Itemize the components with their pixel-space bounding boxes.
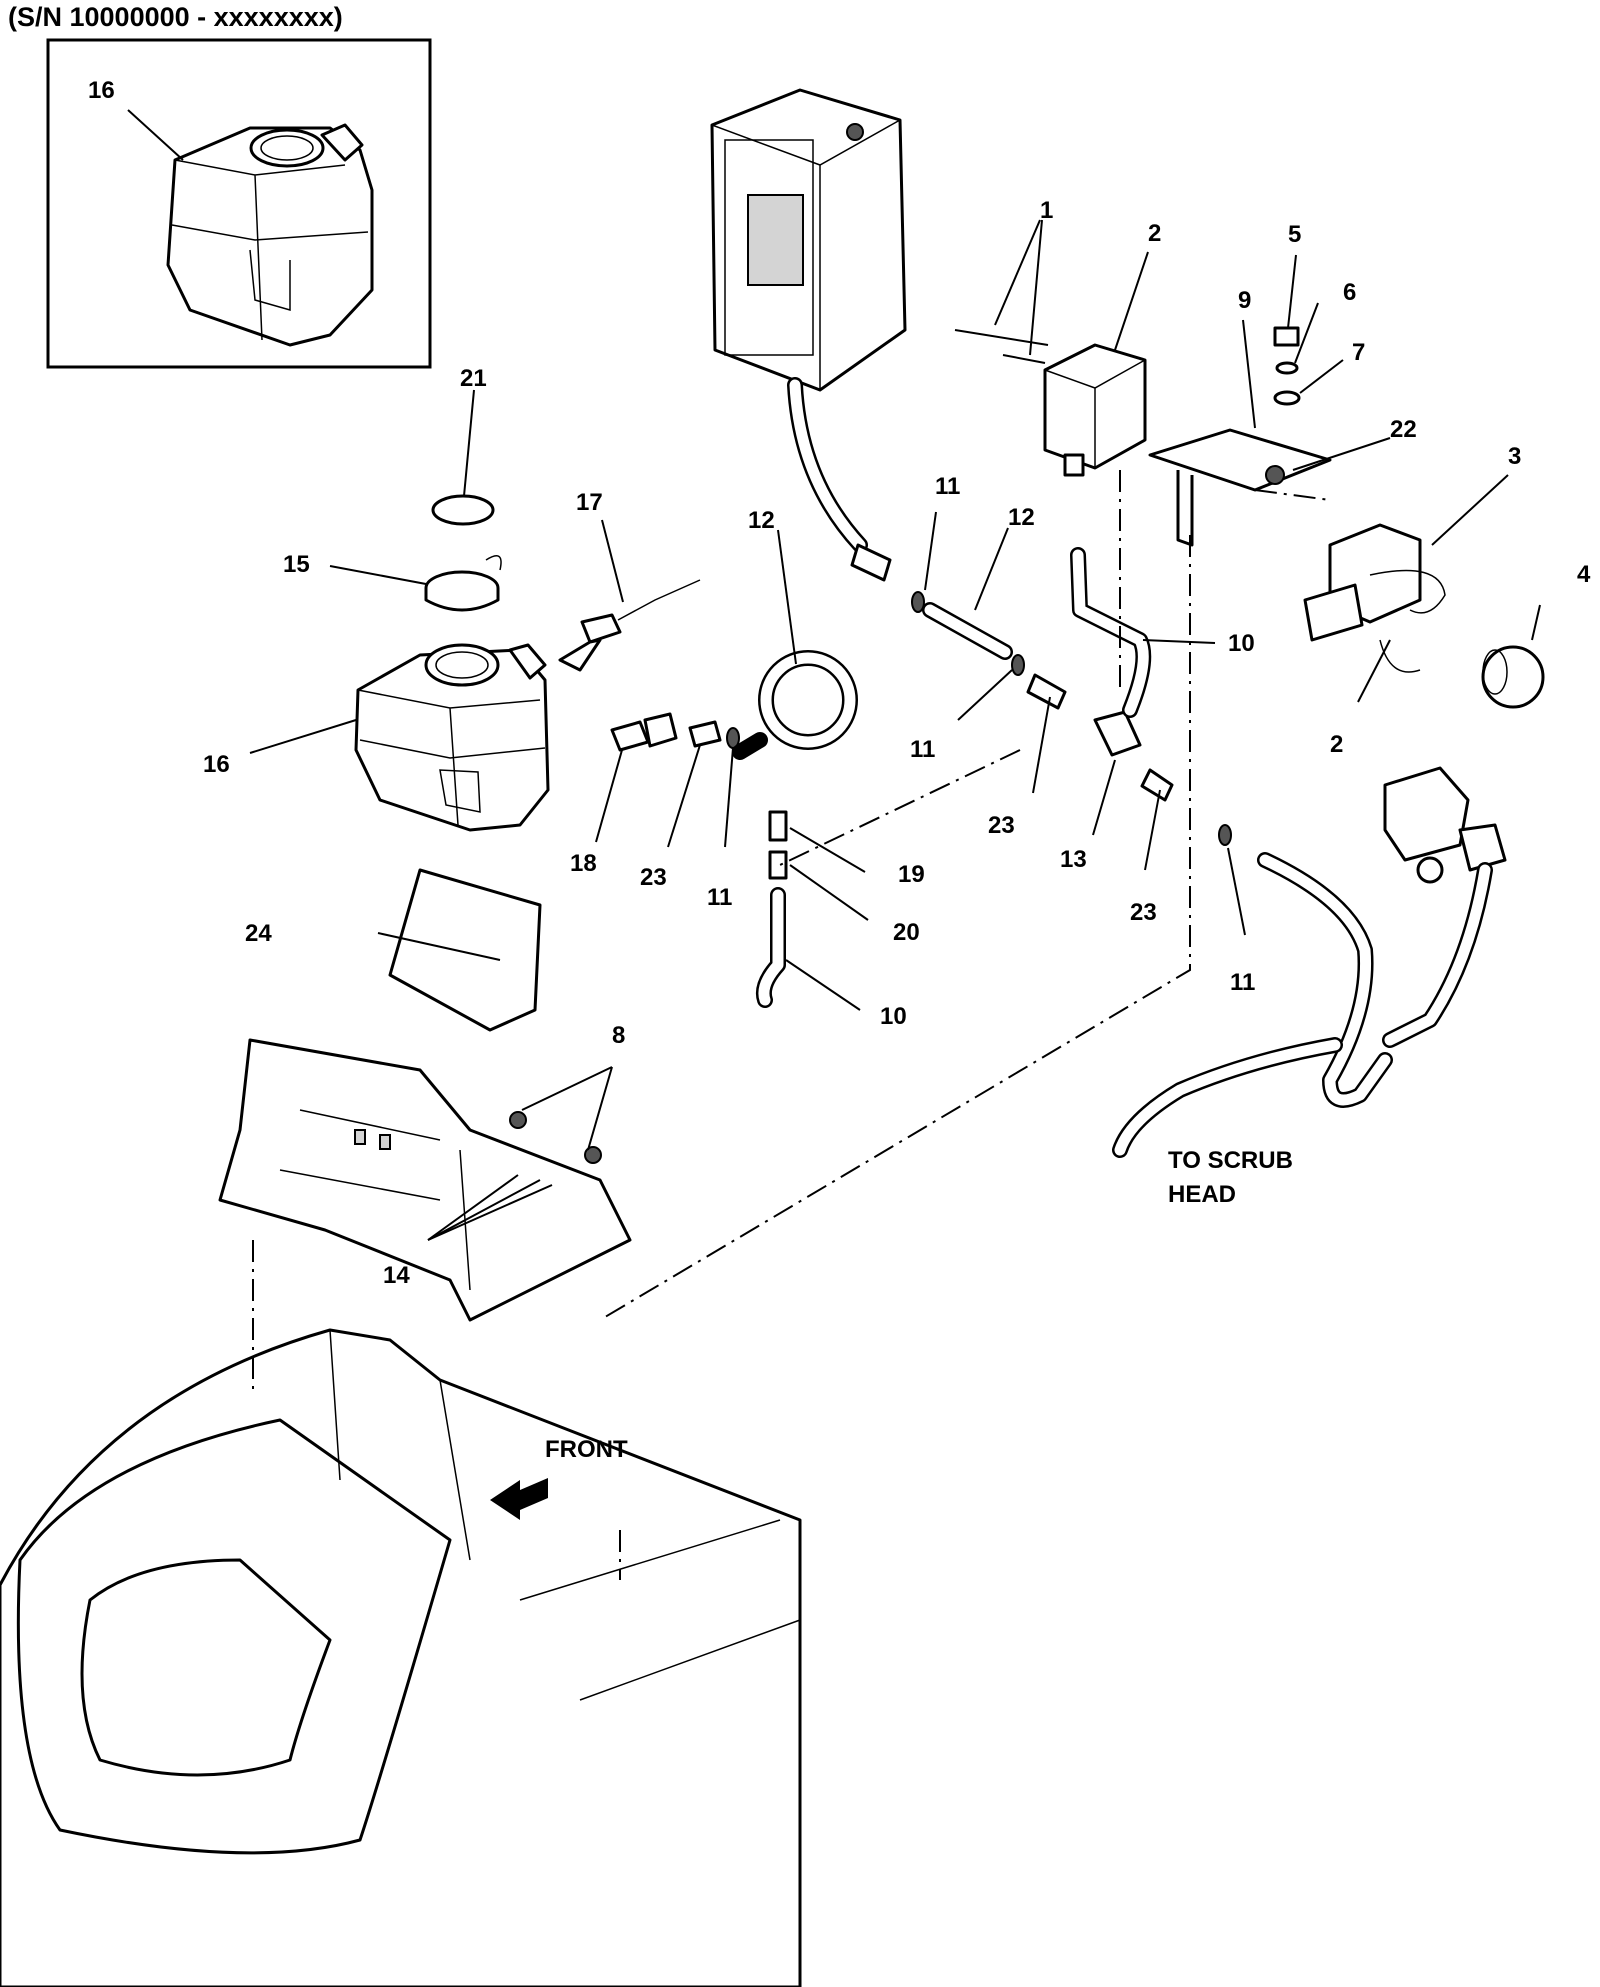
hose-clamp-middle: [1011, 654, 1025, 676]
hose-barb-middle: [1026, 673, 1067, 710]
callout-3: 3: [1508, 443, 1521, 470]
knob: [1265, 465, 1285, 485]
inset-frame: [46, 38, 432, 369]
callout-16: 16: [203, 751, 230, 778]
callout-8: 8: [612, 1022, 625, 1049]
adapter-fitting: [768, 810, 788, 842]
hose-segment-upper: [922, 602, 1013, 660]
callout-21: 21: [460, 365, 487, 392]
callout-4: 4: [1577, 561, 1591, 588]
pump-cap: [1481, 645, 1545, 709]
chassis-bracket: [218, 1038, 632, 1322]
callout-12-left: 12: [748, 507, 775, 534]
drain-hose-left: [755, 887, 786, 1008]
assembly-line-2: [599, 535, 1191, 1321]
control-cable: [787, 377, 868, 553]
elbow-fitting: [610, 712, 678, 752]
lock-washer: [1275, 361, 1299, 375]
scrub-head-label-2: HEAD: [1168, 1181, 1236, 1208]
tee-fitting: [1093, 710, 1142, 757]
mounting-bolt-short: [1002, 354, 1046, 364]
scrub-head-label-1: TO SCRUB: [1168, 1147, 1293, 1174]
tank-bracket: [388, 868, 542, 1032]
level-sensor: [558, 579, 701, 672]
callout-19: 19: [898, 861, 925, 888]
hose-barb-left: [688, 720, 722, 748]
hose-barb-right: [1140, 768, 1174, 802]
inset-solution-tank: [166, 123, 374, 347]
callout-20: 20: [893, 919, 920, 946]
solenoid-valve: [1043, 343, 1147, 477]
control-box: [710, 88, 907, 392]
callout-17: 17: [576, 489, 603, 516]
callout-11-middle: 11: [910, 736, 935, 763]
coiled-hose-left: [732, 650, 858, 760]
mounting-plate-flange: [1176, 470, 1194, 547]
callout-5: 5: [1288, 221, 1301, 248]
callout-2-bottom: 2: [1330, 731, 1343, 758]
callout-7: 7: [1352, 339, 1365, 366]
callout-6: 6: [1343, 279, 1356, 306]
hose-clamp-right: [1218, 824, 1232, 846]
callout-11-right: 11: [1230, 969, 1255, 996]
hose-barb-upper: [850, 543, 892, 582]
callout-23-right: 23: [1130, 899, 1157, 926]
connector-fitting: [768, 850, 788, 880]
water-valve: [1383, 766, 1507, 884]
callout-24: 24: [245, 920, 272, 947]
solution-tank: [354, 643, 550, 832]
callout-12-right: 12: [1008, 504, 1035, 531]
nut: [1273, 326, 1300, 347]
pump-assembly: [1303, 523, 1446, 673]
callout-11-left: 11: [707, 884, 732, 911]
vertical-hose: [1070, 547, 1152, 718]
callout-23-left: 23: [640, 864, 667, 891]
tank-cap: [424, 555, 502, 612]
hose-clamp-upper: [911, 591, 925, 613]
cap-gasket: [431, 494, 495, 526]
front-arrow-icon: [490, 1478, 548, 1520]
scrub-hoses: [1112, 852, 1493, 1158]
front-label: FRONT: [545, 1436, 628, 1463]
leader-lines: [127, 109, 1541, 1241]
callout-23-middle: 23: [988, 812, 1015, 839]
mounting-bolt: [954, 329, 1049, 346]
callout-22: 22: [1390, 416, 1417, 443]
assembly-line-3: [779, 749, 1021, 866]
callout-9: 9: [1238, 287, 1251, 314]
flat-washer: [1273, 390, 1301, 406]
callout-15: 15: [283, 551, 310, 578]
assembly-line-5: [1254, 489, 1331, 501]
machine-base: [0, 1328, 802, 1987]
callout-10-left: 10: [880, 1003, 907, 1030]
callout-14: 14: [383, 1262, 410, 1289]
callout-18: 18: [570, 850, 597, 877]
callout-labels: 16 21 17 15 16 12 18 23 11 19 20 10 24 1…: [88, 77, 1591, 1289]
callout-11-top: 11: [935, 473, 960, 500]
callout-1: 1: [1040, 197, 1053, 224]
callout-2-top: 2: [1148, 220, 1161, 247]
callout-16-inset: 16: [88, 77, 115, 104]
serial-range-title: (S/N 10000000 - xxxxxxxx): [8, 2, 343, 32]
callout-13: 13: [1060, 846, 1087, 873]
callout-10-right: 10: [1228, 630, 1255, 657]
